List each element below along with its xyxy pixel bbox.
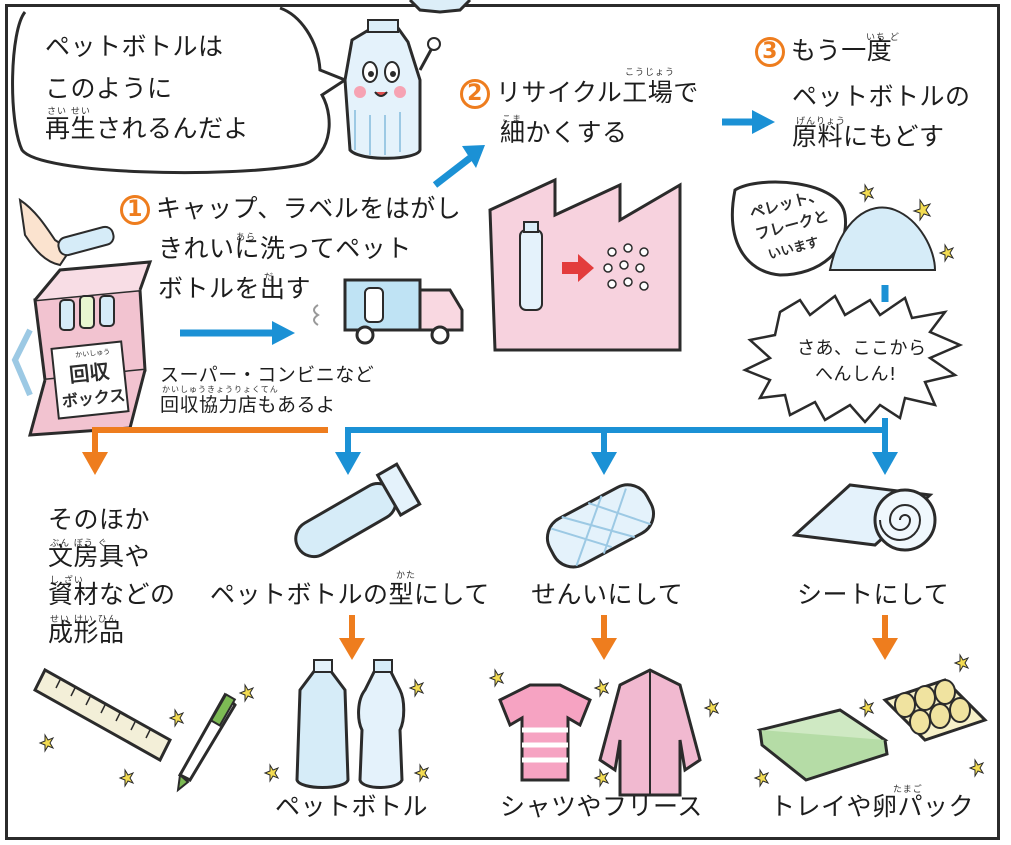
step1-line3: ボトルを出す	[158, 274, 312, 303]
fiber-roll-illustration	[545, 483, 655, 569]
collection-box-illustration	[11, 260, 153, 437]
step1-line1-text: キャップ、ラベルをはがし	[156, 194, 462, 223]
arrow-to-sheet-branch	[872, 452, 898, 475]
starburst	[741, 294, 964, 424]
step3-line2: ペットボトルの	[792, 82, 971, 111]
speech-bubble	[11, 6, 349, 175]
step2-line1-text: リサイクル工場で	[496, 78, 699, 107]
step1-ruby-da: だ	[264, 273, 275, 283]
arrow-to-fiber-branch	[591, 452, 617, 475]
other-ruby-shizai: し ざい	[50, 576, 84, 586]
mascot-bottle	[343, 19, 441, 160]
step2-line2: 細かくする	[500, 118, 628, 147]
ruler-pen-illustration	[33, 667, 237, 793]
step3-ruby-genryou: げんりょう	[796, 117, 847, 127]
arrow-to-other-products	[82, 452, 108, 475]
step3-ruby-ichido: いち ど	[866, 33, 900, 43]
diagram-frame	[5, 4, 1000, 840]
other-line2: 文房具や	[48, 542, 151, 571]
fiber-result: シャツやフリース	[500, 792, 703, 821]
sheet-result: トレイや卵パック	[770, 792, 975, 821]
burst-line1: さあ、ここから	[797, 338, 927, 359]
tray-egg-pack-illustration	[756, 678, 988, 782]
box-label-ruby: かいしゅう	[75, 348, 111, 360]
step3-line3: 原料にもどす	[792, 122, 945, 151]
arrow-bottle-result	[339, 638, 365, 660]
preform-illustration	[294, 462, 422, 559]
mascot-top-peek	[408, 0, 472, 14]
other-line3: 資材などの	[48, 580, 176, 609]
other-line4: 成形品	[48, 618, 125, 647]
bottle-ruby-kata: かた	[396, 571, 417, 581]
bubble-line3: 再生されるんだよ	[45, 114, 250, 143]
burst-line2: へんしん!	[815, 364, 897, 385]
bubble-line2: このように	[45, 74, 173, 103]
bubble-line1: ペットボトルは	[45, 32, 224, 61]
step1-number: 1	[120, 195, 150, 225]
factory-illustration	[488, 177, 682, 352]
store-note-line2: 回収協力店もあるよ	[160, 394, 336, 416]
other-ruby-seikeihin: せい けい ひん	[50, 615, 118, 625]
sparkle-decorations	[38, 653, 985, 788]
arrow-to-step2	[462, 145, 485, 168]
shirt-fleece-illustration	[498, 668, 702, 797]
hand-with-bottle-illustration	[18, 197, 115, 267]
sheet-ruby-tamago: たまご	[893, 785, 923, 795]
store-note-ruby: かいしゅうきょうりょくてん	[162, 385, 279, 394]
step2-ruby-koma: こま	[502, 115, 523, 125]
store-note-line1: スーパー・コンビニなど	[160, 364, 375, 386]
truck-illustration	[313, 278, 464, 345]
pet-bottles-illustration	[295, 659, 406, 789]
arrow-sheet-result	[872, 638, 898, 660]
sheet-branch-label: シートにして	[797, 580, 950, 609]
box-label-line1: 回収	[68, 359, 111, 387]
bubble-ruby-saisei: さい せい	[47, 107, 91, 117]
sheet-roll-illustration	[791, 483, 937, 552]
other-ruby-bunbougu: ぶん ぼう ぐ	[50, 539, 108, 549]
arrow-to-step3	[752, 110, 775, 134]
arrow-to-truck	[272, 321, 295, 345]
arrow-fiber-result	[591, 638, 617, 660]
other-line1: そのほか	[48, 505, 151, 534]
step3-number: 3	[755, 37, 785, 67]
step2-number: 2	[460, 79, 490, 109]
fiber-branch-label: せんいにして	[531, 580, 684, 609]
pellet-flake-illustration	[730, 180, 955, 277]
bottle-branch-label: ペットボトルの型にして	[210, 580, 490, 609]
step1-ruby-arai: あら	[236, 233, 257, 243]
bottle-result: ペットボトル	[275, 792, 429, 821]
step3-line1-text: もう一度	[791, 36, 893, 65]
arrow-to-bottle-branch	[335, 452, 361, 475]
step2-ruby-koujou: こうじょう	[625, 68, 676, 78]
step1-line2: きれいに洗ってペット	[158, 234, 412, 263]
